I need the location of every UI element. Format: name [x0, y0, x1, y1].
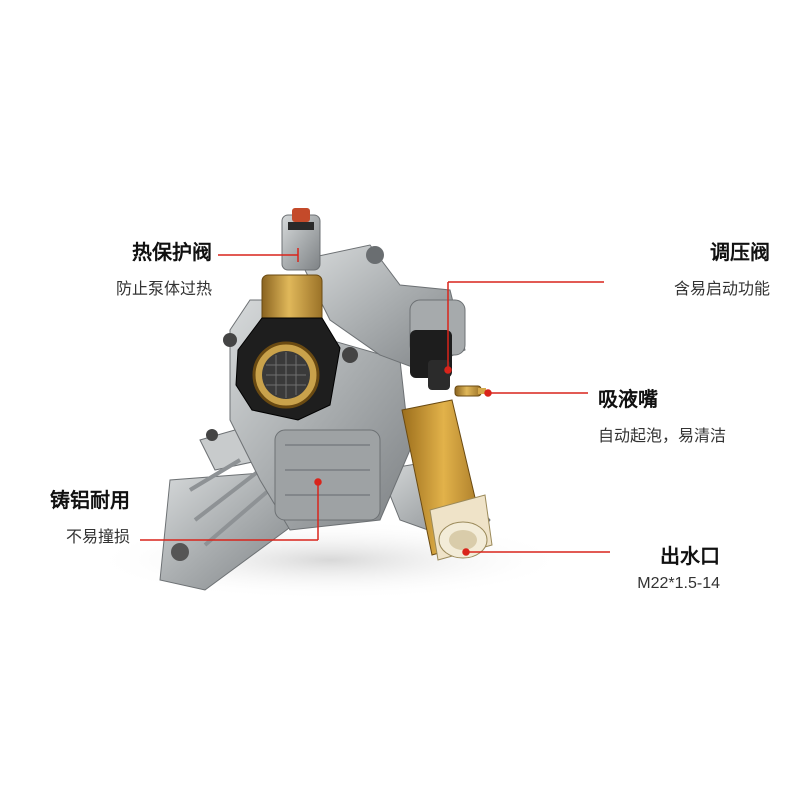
mount-hole-left	[171, 543, 189, 561]
callout-pressure-valve: 调压阀 含易启动功能	[620, 236, 770, 299]
callout-title: 调压阀	[710, 240, 770, 264]
inlet-fitting	[235, 274, 341, 421]
manifold	[299, 244, 466, 390]
callout-desc: 防止泵体过热	[115, 279, 212, 298]
callout-suction-nozzle: 吸液嘴 自动起泡，易清洁	[598, 383, 778, 446]
callout-cast-aluminum: 铸铝耐用 不易撞损	[10, 484, 130, 547]
suction-nozzle	[454, 385, 486, 397]
callout-desc: 自动起泡，易清洁	[598, 426, 727, 445]
leader-lines	[140, 248, 610, 556]
callout-heat-valve: 热保护阀 防止泵体过热	[60, 236, 212, 299]
callout-desc: M22*1.5-14	[637, 575, 720, 592]
callout-title: 出水口	[660, 544, 720, 568]
outlet-pipe	[401, 399, 493, 561]
callout-desc: 含易启动功能	[673, 279, 770, 298]
thermal-valve	[281, 208, 321, 271]
callout-desc: 不易撞损	[65, 527, 130, 546]
callout-title: 铸铝耐用	[50, 488, 130, 512]
callout-outlet: 出水口 M22*1.5-14	[600, 540, 720, 593]
callout-title: 吸液嘴	[598, 387, 658, 411]
callout-title: 热保护阀	[132, 240, 212, 264]
